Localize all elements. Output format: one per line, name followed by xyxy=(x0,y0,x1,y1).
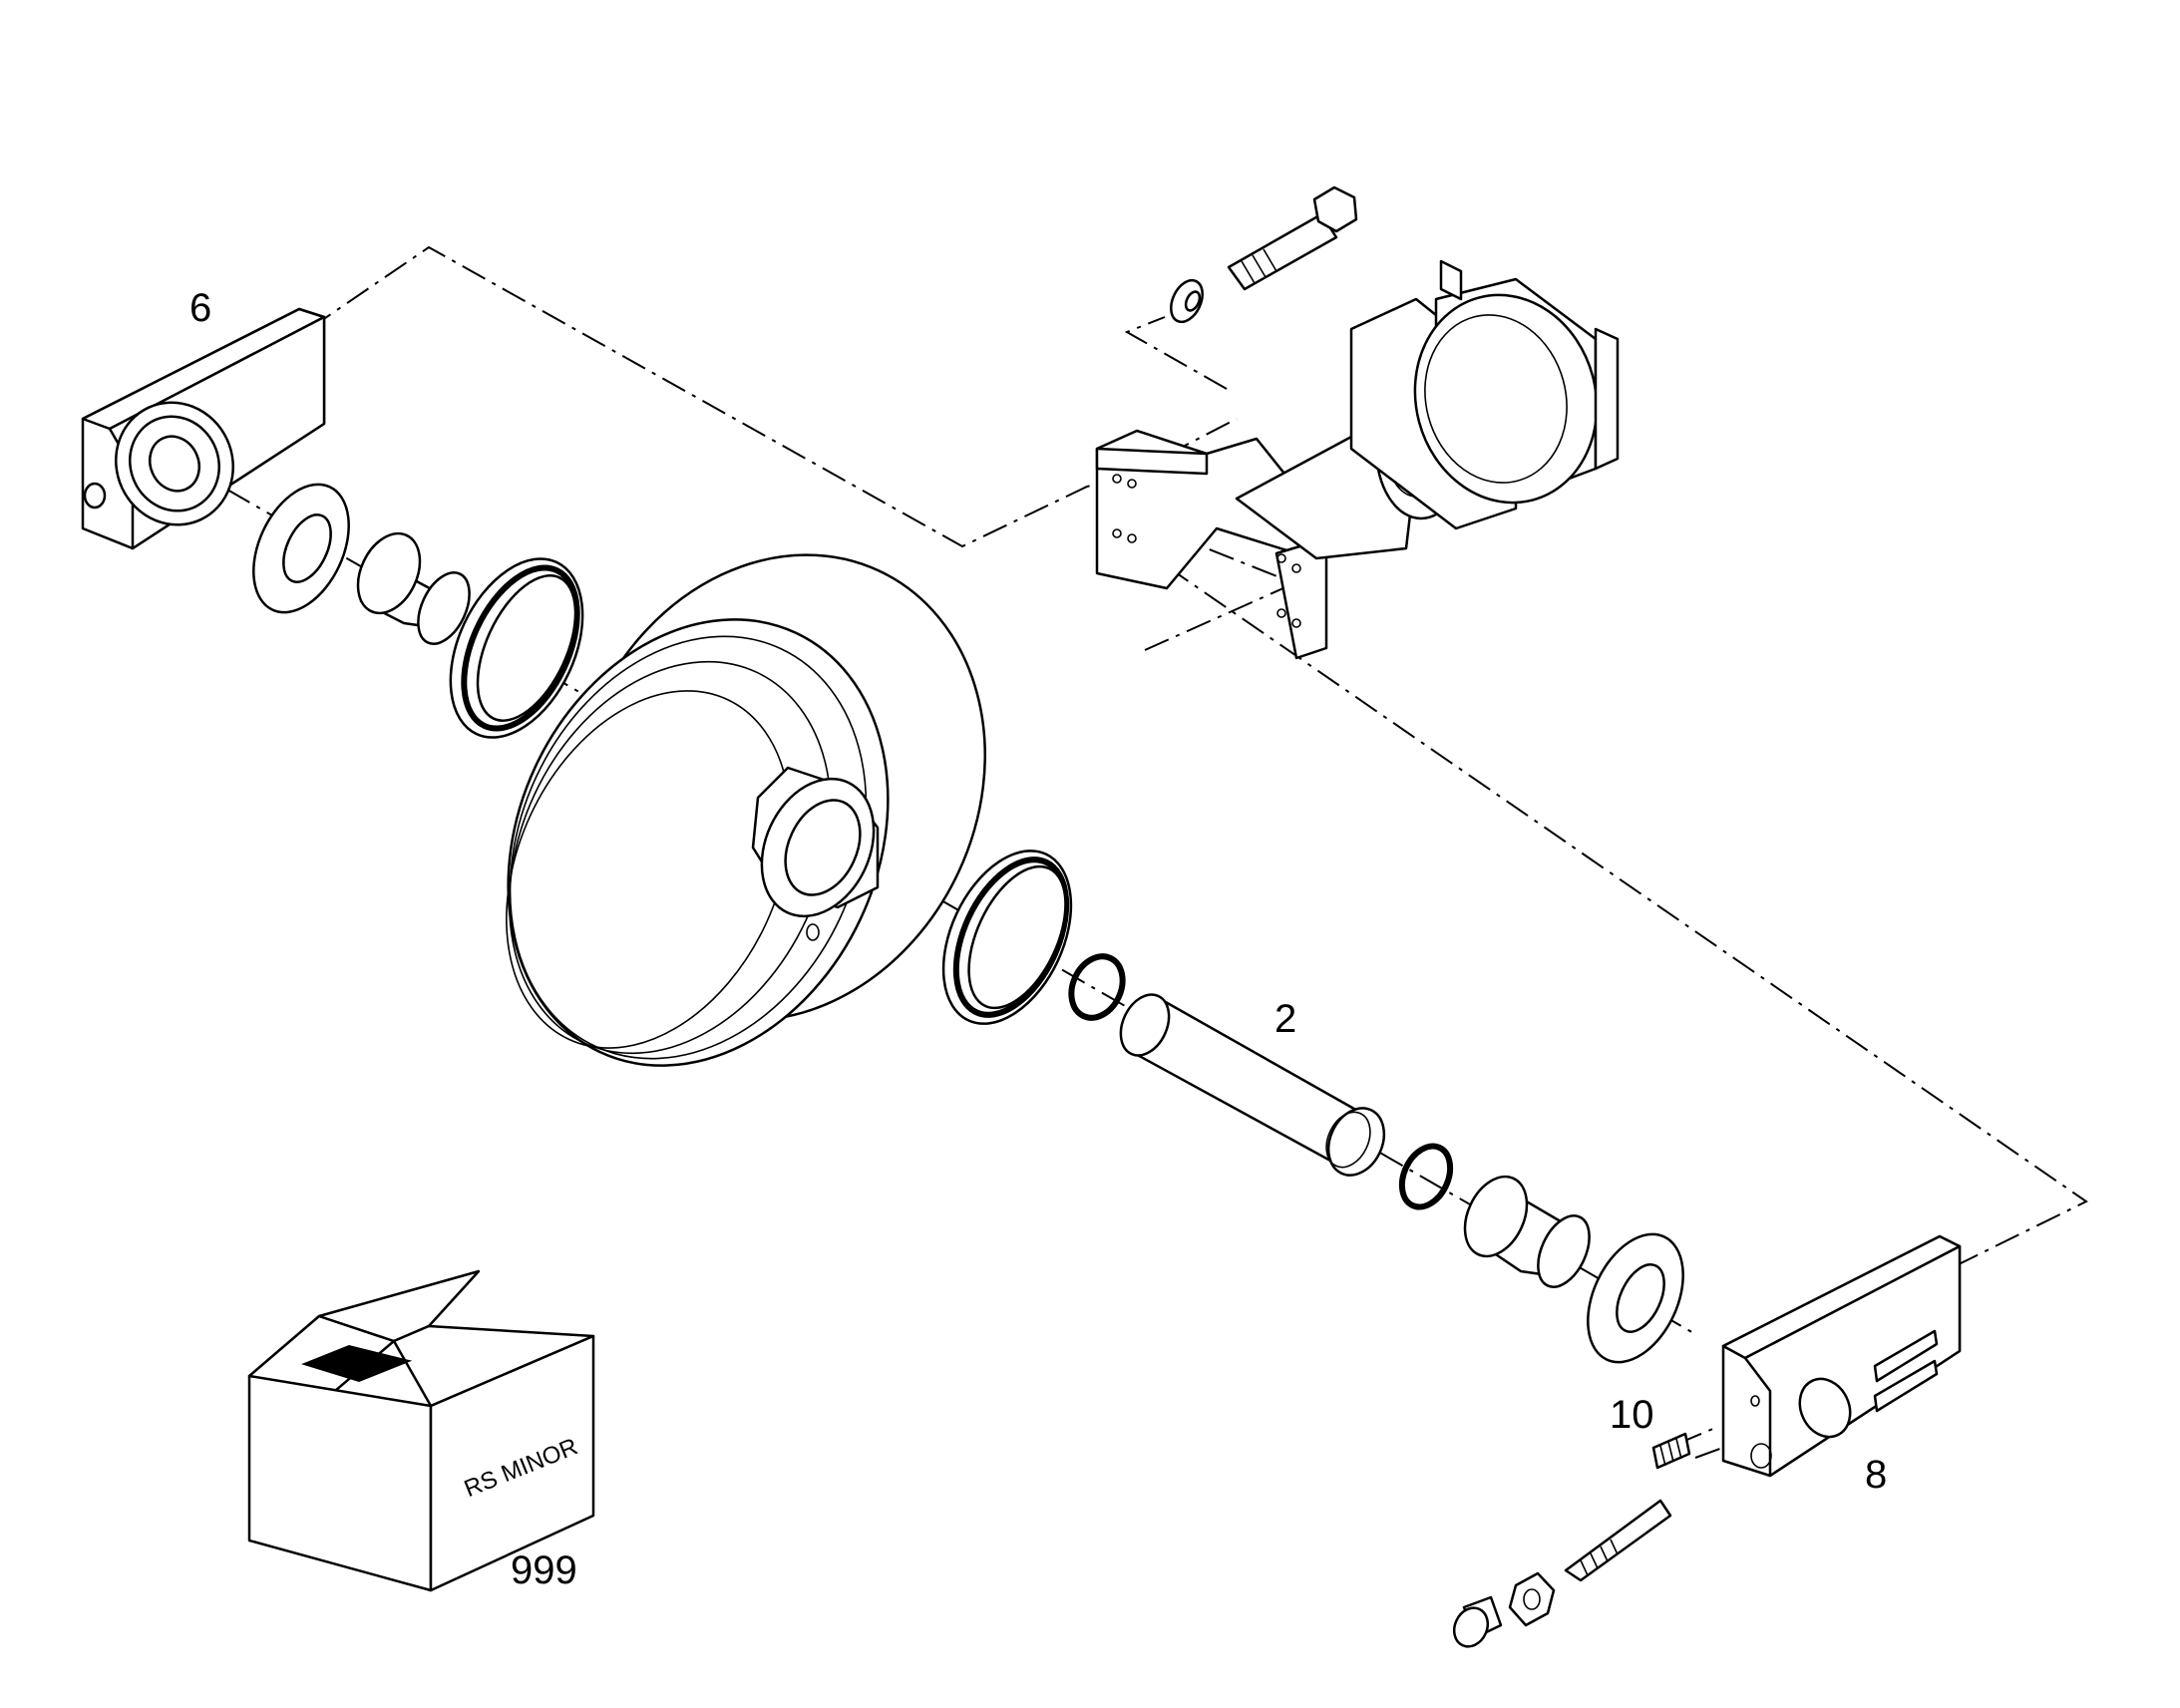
seal-ring-middle xyxy=(941,850,1073,1025)
bushing-right xyxy=(1463,1175,1591,1288)
bearing-block-right xyxy=(1721,1234,1962,1478)
callout-part-999: 999 xyxy=(511,1548,577,1592)
callout-part-2: 2 xyxy=(1274,997,1296,1041)
grease-fitting xyxy=(1651,1432,1691,1470)
bearing-block-left xyxy=(81,307,326,550)
frame-assembly xyxy=(1095,259,1620,660)
idler-wheel xyxy=(506,553,986,1067)
callout-part-10: 10 xyxy=(1610,1393,1654,1437)
callout-part-8: 8 xyxy=(1865,1453,1887,1497)
bolt-and-washer-top xyxy=(1170,185,1358,324)
parts-kit-box: RS MINOR xyxy=(247,1269,595,1592)
seal-ring-left xyxy=(449,557,584,739)
snap-ring-right xyxy=(1398,1143,1454,1210)
snap-ring-middle xyxy=(1068,953,1126,1021)
assembly-guide-lines xyxy=(147,245,2088,1459)
washer-right xyxy=(1587,1232,1684,1364)
bushing-left xyxy=(356,531,471,645)
washer-left xyxy=(252,483,350,614)
shaft xyxy=(1119,993,1386,1177)
callout-part-6: 6 xyxy=(189,286,211,330)
tension-bolt-assembly xyxy=(1452,1499,1672,1648)
